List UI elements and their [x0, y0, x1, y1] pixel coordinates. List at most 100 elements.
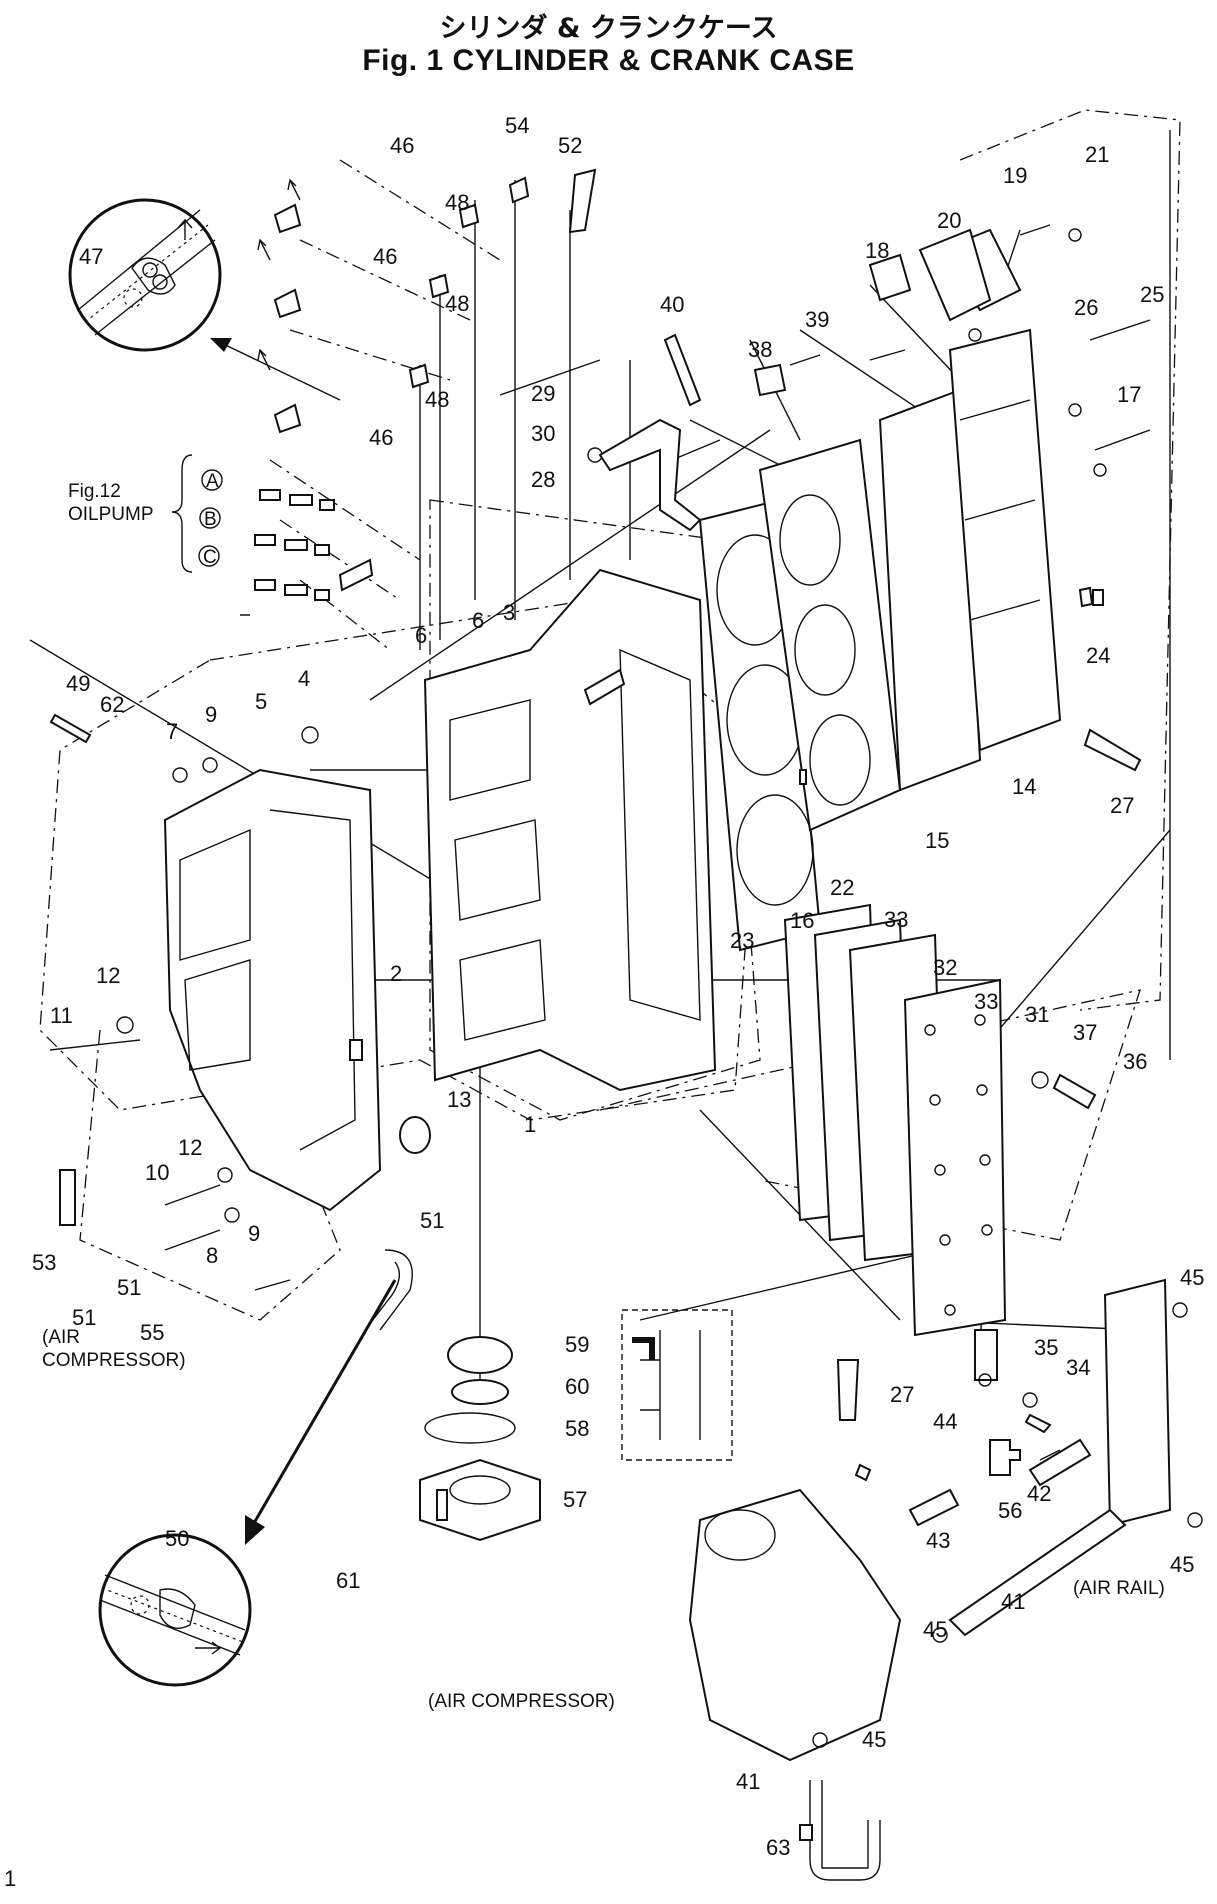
flow-arrows [257, 178, 301, 371]
seal-60 [451, 1379, 509, 1405]
seal-orientation-mark [632, 1337, 655, 1360]
crankcase-half [163, 768, 382, 1212]
cylinder-head-bores [779, 494, 871, 806]
part-label-56: 56 [998, 1498, 1022, 1523]
part-label-38: 38 [748, 337, 772, 362]
part-label-45b: 45 [1170, 1552, 1194, 1577]
air-compressor-label-2: (AIR COMPRESSOR) [428, 1691, 615, 1712]
part-label-27b: 27 [890, 1382, 914, 1407]
part-label-57: 57 [563, 1487, 587, 1512]
part-label-62: 62 [100, 692, 124, 717]
part-label-51a: 51 [420, 1208, 444, 1233]
part-label-23: 23 [730, 928, 754, 953]
circle-c-label: C [203, 547, 217, 568]
bolt-shafts [49, 224, 1151, 1461]
part-label-18: 18 [865, 238, 889, 263]
pin-49 [49, 713, 92, 744]
hose-55-elbow [364, 1249, 413, 1331]
crankcase-ribs [179, 809, 356, 1151]
detail-circle-47 [68, 198, 222, 352]
oilpump-fittings [254, 203, 335, 601]
part-label-29: 29 [531, 381, 555, 406]
part-label-47: 47 [79, 244, 103, 269]
lower-housing-bore [449, 1475, 511, 1505]
part-label-53: 53 [32, 1250, 56, 1275]
part-label-33a: 33 [884, 907, 908, 932]
part-label-45d: 45 [862, 1727, 886, 1752]
part-label-12a: 12 [96, 963, 120, 988]
part-label-34: 34 [1066, 1355, 1090, 1380]
part-label-10: 10 [145, 1160, 169, 1185]
hose-44 [974, 1329, 998, 1381]
part-label-48c: 48 [425, 387, 449, 412]
part-label-20: 20 [937, 208, 961, 233]
arrow-head-47 [210, 338, 232, 352]
cylinder-outline [429, 499, 761, 1121]
arrow-to-detail-50 [248, 1279, 397, 1531]
seal-detail-box [621, 1309, 733, 1461]
circle-b-label: B [204, 509, 217, 530]
circle-c [198, 545, 220, 567]
exhaust-cover-holes [924, 1014, 993, 1316]
part-label-32: 32 [933, 955, 957, 980]
seal-detail-drawing [640, 1330, 701, 1440]
plug-13 [399, 1116, 431, 1154]
part-label-48a: 48 [445, 190, 469, 215]
part-label-13: 13 [447, 1087, 471, 1112]
part-label-16: 16 [790, 908, 814, 933]
air-rail [1103, 1278, 1172, 1527]
part-label-6b: 6 [472, 608, 484, 633]
seal-59 [447, 1336, 513, 1374]
gasket-20 [918, 228, 992, 322]
part-label-49: 49 [66, 671, 90, 696]
part-label-46c: 46 [369, 425, 393, 450]
part-label-24: 24 [1086, 643, 1110, 668]
arrow-to-detail-47 [214, 339, 341, 401]
part-label-48b: 48 [445, 291, 469, 316]
oilpump-lines [269, 159, 501, 651]
part-label-21: 21 [1085, 142, 1109, 167]
page-number: 1 [4, 1866, 17, 1891]
part-label-39: 39 [805, 307, 829, 332]
part-label-25: 25 [1140, 282, 1164, 307]
part-label-40: 40 [660, 292, 684, 317]
part-label-2: 2 [390, 961, 402, 986]
head-cover-outline [959, 109, 1181, 1011]
part-label-46b: 46 [373, 244, 397, 269]
part-label-15: 15 [925, 828, 949, 853]
tee-56 [989, 1439, 1021, 1476]
detail-circle-50 [98, 1533, 252, 1687]
air-compressor-gear [704, 1509, 776, 1561]
part-label-26: 26 [1074, 295, 1098, 320]
part-label-35: 35 [1034, 1335, 1058, 1360]
part-label-46a: 46 [390, 133, 414, 158]
lower-bearing-housing [419, 1458, 541, 1542]
part-label-7: 7 [166, 719, 178, 744]
part-label-1: 1 [524, 1112, 536, 1137]
part-label-6a: 6 [415, 623, 427, 648]
cap-38 [753, 363, 787, 397]
figure-title: Fig. 1 CYLINDER & CRANK CASE [362, 44, 855, 77]
part-label-60: 60 [565, 1374, 589, 1399]
part-label-19: 19 [1003, 163, 1027, 188]
part-label-4: 4 [298, 666, 310, 691]
air-compressor-label-1a: (AIR [42, 1327, 80, 1348]
part-label-30: 30 [531, 421, 555, 446]
oilpump-label: OILPUMP [68, 504, 154, 525]
part-label-31: 31 [1025, 1002, 1049, 1027]
part-label-58: 58 [565, 1416, 589, 1441]
clip-27-top [1083, 728, 1142, 772]
head-gasket-2 [878, 388, 982, 792]
part-label-37: 37 [1073, 1020, 1097, 1045]
lower-left-outline [79, 1029, 341, 1321]
part-label-63: 63 [766, 1835, 790, 1860]
head-cover [948, 328, 1062, 752]
oilpump-brace [171, 454, 193, 573]
part-label-12b: 12 [178, 1135, 202, 1160]
air-compressor-label-1b: COMPRESSOR) [42, 1350, 186, 1371]
hose-41-lower [809, 1780, 881, 1881]
figure-title-japanese: シリンダ & クランクケース [439, 13, 778, 44]
part-label-17: 17 [1117, 382, 1141, 407]
part-label-43: 43 [926, 1528, 950, 1553]
sensor-18 [868, 253, 912, 302]
